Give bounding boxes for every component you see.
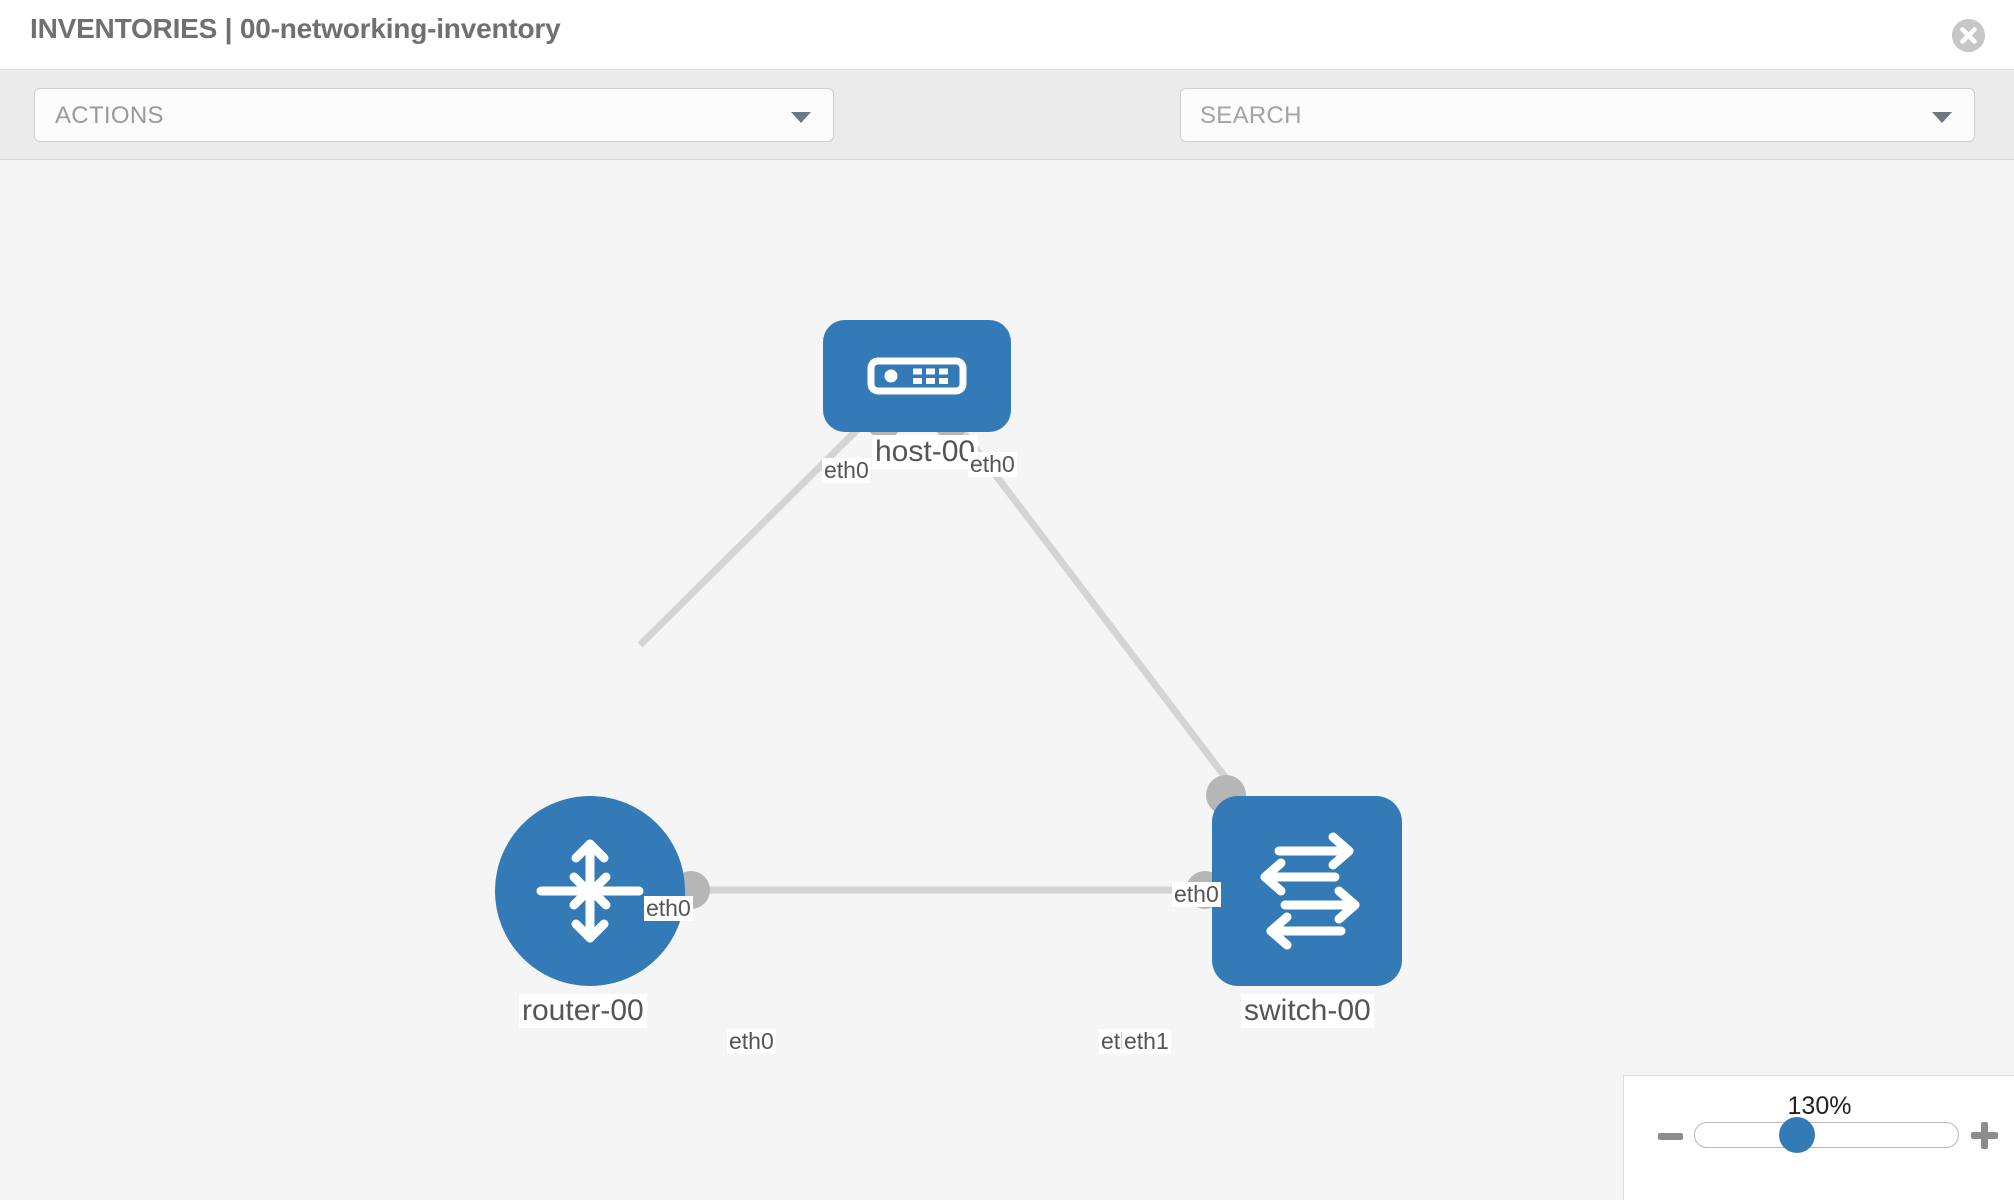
zoom-slider-thumb[interactable] bbox=[1779, 1117, 1815, 1153]
router-arrows-icon bbox=[536, 839, 644, 943]
link-host-router bbox=[637, 412, 875, 648]
actions-dropdown-label: ACTIONS bbox=[55, 102, 164, 129]
iface-label-host-left: eth0 bbox=[822, 457, 871, 484]
zoom-in-button[interactable] bbox=[1971, 1122, 1998, 1149]
node-host-00[interactable]: host-00 bbox=[823, 320, 1011, 469]
close-icon[interactable] bbox=[1952, 19, 1985, 52]
node-label-switch-00: switch-00 bbox=[1241, 994, 1374, 1028]
node-router-00[interactable]: router-00 bbox=[495, 796, 685, 1028]
node-label-router-00: router-00 bbox=[519, 994, 647, 1028]
toolbar: ACTIONS SEARCH bbox=[0, 70, 2014, 203]
node-switch-00[interactable]: switch-00 bbox=[1212, 796, 1402, 1028]
iface-label-host-right: eth0 bbox=[968, 451, 1017, 478]
iface-label-router-up: eth0 bbox=[644, 895, 693, 922]
chevron-down-icon[interactable] bbox=[1932, 112, 1952, 123]
actions-dropdown[interactable]: ACTIONS bbox=[34, 88, 834, 142]
search-input[interactable]: SEARCH bbox=[1180, 88, 1975, 142]
zoom-level-value: 130% bbox=[1787, 1092, 1852, 1120]
link-host-switch bbox=[947, 412, 1238, 793]
chevron-down-icon bbox=[791, 112, 811, 123]
topology-canvas[interactable]: host-00 eth0 eth0 bbox=[0, 160, 2014, 1200]
iface-label-switch-left: eth1 bbox=[1122, 1028, 1171, 1055]
page-header: INVENTORIES | 00-networking-inventory bbox=[0, 0, 2014, 70]
iface-label-switch-up: eth0 bbox=[1172, 881, 1221, 908]
server-icon bbox=[867, 357, 967, 395]
zoom-control-panel: 130% bbox=[1623, 1075, 2014, 1200]
zoom-out-button[interactable] bbox=[1658, 1133, 1683, 1140]
node-label-host-00: host-00 bbox=[872, 435, 979, 469]
page-title: INVENTORIES | 00-networking-inventory bbox=[30, 13, 561, 44]
switch-arrows-icon bbox=[1260, 832, 1360, 950]
router-node-shape[interactable] bbox=[495, 796, 685, 986]
topology-links bbox=[637, 412, 1238, 894]
search-placeholder: SEARCH bbox=[1200, 102, 1302, 129]
switch-node-shape[interactable] bbox=[1212, 796, 1402, 986]
host-node-shape[interactable] bbox=[823, 320, 1011, 432]
zoom-slider-track[interactable] bbox=[1694, 1122, 1959, 1148]
iface-label-router-right: eth0 bbox=[727, 1028, 776, 1055]
